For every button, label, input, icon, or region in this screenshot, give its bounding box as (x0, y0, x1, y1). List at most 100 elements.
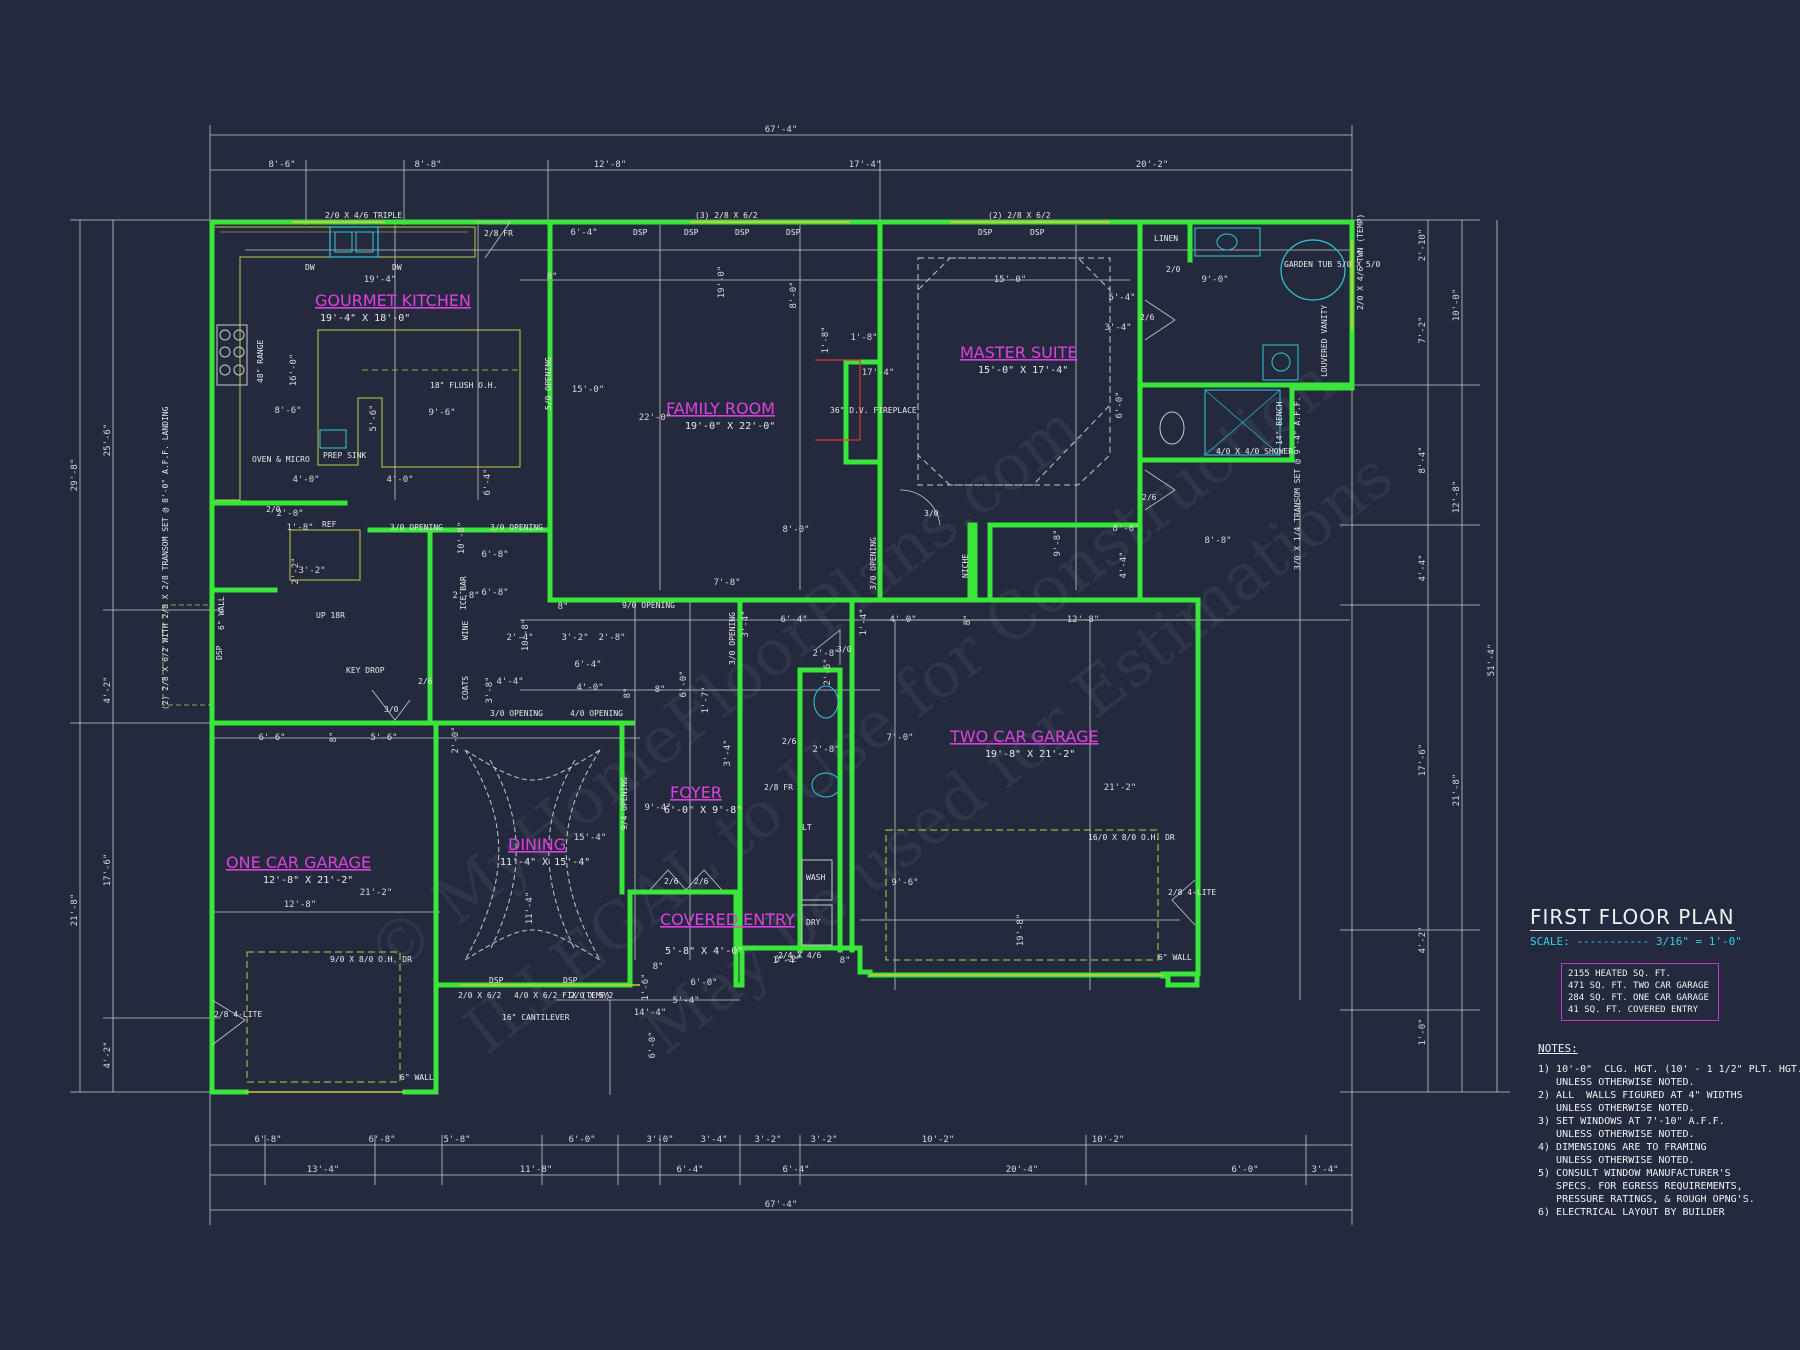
label-louvered: LOUVERED VANITY (1320, 305, 1329, 377)
fixtures (162, 221, 1353, 1093)
dim-interior: 8" (963, 615, 973, 626)
dim-interior: 3'-4" (1104, 323, 1131, 333)
dim-interior: 16'-0" (289, 354, 299, 387)
dim-bottom-segment: 6'-8" (368, 1135, 395, 1145)
label-lt: LT (802, 823, 812, 832)
dim-interior: 6'-8" (481, 588, 508, 598)
drawing-legend: FIRST FLOOR PLAN SCALE: ----------- 3/16… (1530, 905, 1780, 948)
dim-interior: 1'-7" (701, 686, 711, 713)
note-item: 1) 10'-0" CLG. HGT. (10' - 1 1/2" PLT. H… (1538, 1064, 1800, 1088)
dim-interior: 2'-0" (451, 726, 461, 753)
label-opening-94: 9/4 OPENING (620, 777, 629, 830)
dim-interior: 6'-4" (574, 660, 601, 670)
annotation-labels: 2/0 X 4/6 TRIPLE (3) 2/8 X 6/2 (2) 2/8 X… (161, 211, 1381, 1082)
dim-interior: 11'-4" (525, 892, 535, 925)
dim-interior: 1'-6" (641, 973, 651, 1000)
dim-right-segment: 10'-0" (1452, 289, 1462, 322)
dim-bottom-segment: 6'-0" (568, 1135, 595, 1145)
dim-interior: 6'-0" (679, 670, 689, 697)
label-oven: OVEN & MICRO (252, 455, 310, 464)
label-garden-tub: GARDEN TUB 5/0 X 5/0 (1284, 260, 1381, 269)
dimensions-bottom: 67'-4"6'-8"6'-8"5'-8"6'-0"3'-0"3'-4"3'-2… (254, 1135, 1338, 1210)
room-size-foyer: 6'-0" X 9'-8" (664, 805, 742, 816)
dim-interior: 4'-0" (292, 475, 319, 485)
dim-overall-top: 67'-4" (765, 125, 798, 135)
dim-interior: 2'-0" (276, 509, 303, 519)
label-prep-sink: PREP SINK (323, 451, 367, 460)
dim-interior: 8'-0" (1112, 524, 1139, 534)
room-size-garage1: 12'-8" X 21'-2" (263, 875, 353, 886)
dim-interior: 2'-8" (452, 591, 479, 601)
dim-bottom-segment: 6'-0" (1231, 1165, 1258, 1175)
dim-interior: 6'-4" (780, 615, 807, 625)
dim-interior: 2'-2" (291, 557, 301, 584)
dim-interior: 15'-0" (572, 385, 605, 395)
dim-interior: 12'-8" (1067, 615, 1100, 625)
label-bench: 14" BENCH (1275, 401, 1284, 445)
note-item: 6) ELECTRICAL LAYOUT BY BUILDER (1538, 1207, 1725, 1218)
dim-interior: 8'-0" (782, 525, 809, 535)
label-opening-30-b: 3/0 OPENING (490, 523, 543, 532)
dim-interior: 22'-0" (639, 413, 672, 423)
label-opening-50: 5/0 OPENING (544, 357, 553, 410)
dim-interior: 15'-4" (574, 833, 607, 843)
label-cantilever: 16" CANTILEVER (502, 1013, 570, 1022)
room-size-family: 19'-0" X 22'-0" (685, 421, 775, 432)
dim-interior: 8" (653, 962, 664, 972)
dim-interior: 7'-8" (713, 578, 740, 588)
label-ice: ICE BAR (459, 576, 468, 610)
dim-bottom-segment: 5'-8" (443, 1135, 470, 1145)
dim-interior: 9'-4" (644, 803, 671, 813)
dim-interior: 6'-4" (483, 468, 493, 495)
room-name-entry: COVERED ENTRY (660, 910, 795, 929)
dim-interior: 10'-8" (457, 522, 467, 555)
label-up: UP 18R (316, 611, 345, 620)
area-summary-box: 2155 HEATED SQ. FT. 471 SQ. FT. TWO CAR … (1561, 963, 1719, 1021)
room-name-garage1: ONE CAR GARAGE (226, 853, 371, 872)
room-size-master: 15'-0" X 17'-4" (978, 365, 1068, 376)
label-door-30-a: 3/0 (384, 705, 399, 714)
dim-right-segment: 2'-10" (1418, 229, 1428, 262)
dim-interior: 2'-4" (506, 633, 533, 643)
dim-interior: 9'-6" (891, 878, 918, 888)
label-dsp-4: DSP (786, 228, 801, 237)
dim-interior: 8" (547, 272, 558, 282)
dimension-lines (70, 125, 1510, 1225)
dim-interior: 9'-6" (428, 408, 455, 418)
dim-interior: 2'-8" (598, 633, 625, 643)
room-size-garage2: 19'-8" X 21'-2" (985, 749, 1075, 760)
dim-interior: 3'-2" (298, 566, 325, 576)
note-item: 4) DIMENSIONS ARE TO FRAMING UNLESS OTHE… (1538, 1142, 1707, 1166)
note-item: 2) ALL WALLS FIGURED AT 4" WIDTHS UNLESS… (1538, 1090, 1743, 1114)
label-fr-door: 2/8 FR (484, 229, 513, 238)
label-dsp-stair: DSP (215, 645, 224, 660)
label-window-master: (2) 2/8 X 6/2 (988, 211, 1051, 220)
room-name-foyer: FOYER (670, 783, 722, 802)
dim-interior: 1'-8" (286, 523, 313, 533)
label-window-2446: 2/4 X 4/6 (778, 951, 822, 960)
label-door-28fr: 2/8 FR (764, 783, 793, 792)
label-door-20-b: 2/0 (1166, 265, 1181, 274)
dim-bottom-segment: 10'-2" (1092, 1135, 1125, 1145)
dim-right-segment: 12'-8" (1452, 481, 1462, 514)
dim-interior: 3'-4" (741, 610, 751, 637)
dim-interior: 2'-8" (812, 649, 839, 659)
label-fireplace: 36" D.V. FIREPLACE (830, 406, 917, 415)
label-wash: WASH (806, 873, 825, 882)
dim-interior: 9'-0" (1201, 275, 1228, 285)
dim-interior: 8'-6" (274, 406, 301, 416)
dim-bottom-segment: 3'-4" (700, 1135, 727, 1145)
room-name-master: MASTER SUITE (960, 343, 1077, 362)
label-door-20-a: 2/0 (266, 505, 281, 514)
dim-interior: 2'-6" (823, 658, 833, 685)
label-opening-30-c: 3/0 OPENING (490, 709, 543, 718)
dim-right-segment: 4'-4" (1418, 554, 1428, 581)
dim-interior: 8" (623, 688, 633, 699)
notes-title: NOTES: (1538, 1042, 1578, 1055)
dim-interior: 8'-0" (789, 281, 799, 308)
room-size-kitchen: 19'-4" X 18'-0" (320, 313, 410, 324)
dim-top-segment: 8'-8" (414, 160, 441, 170)
dim-interior: 1'-8" (850, 333, 877, 343)
label-door-26-d: 2/6 (782, 737, 797, 746)
label-coats: COATS (461, 676, 470, 700)
